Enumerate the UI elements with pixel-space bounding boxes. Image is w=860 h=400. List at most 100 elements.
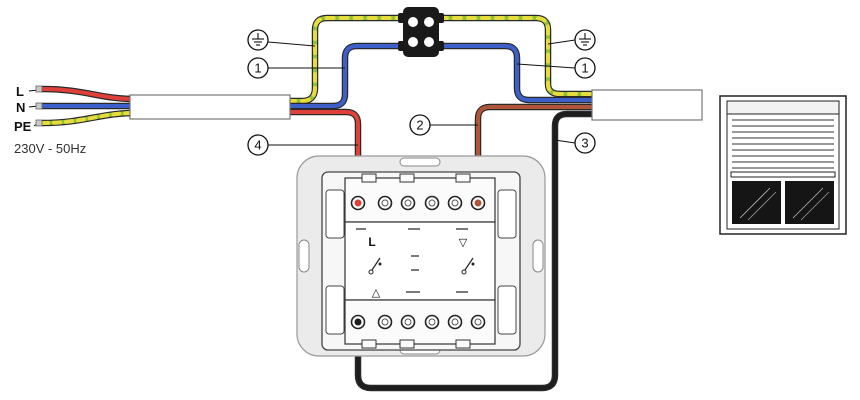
earth-wire-right-stripe — [438, 16, 598, 96]
plate-slot-right — [532, 239, 544, 273]
black-wire — [356, 112, 598, 390]
callout-2: 2 — [416, 118, 423, 133]
connector-body — [403, 7, 439, 57]
callout-1-right-circle — [574, 57, 596, 79]
module-clip — [497, 285, 517, 335]
switch-contact-symbol-right — [461, 257, 475, 275]
switch-contact-symbol-left — [368, 257, 382, 275]
terminal-release-tab — [455, 339, 471, 349]
terminal-release-tab — [361, 173, 377, 183]
bottom-terminals — [350, 314, 486, 330]
terminal — [377, 314, 393, 330]
neutral-wire-left — [286, 44, 406, 108]
connector-port — [408, 37, 418, 47]
glass-reflection — [800, 191, 830, 221]
module-clip — [497, 189, 517, 239]
plate-slot-left — [298, 239, 310, 273]
terminal-screw — [451, 199, 459, 207]
callout-3: 3 — [581, 136, 588, 151]
terminal-release-tab — [399, 173, 415, 183]
terminal-screw — [428, 199, 436, 207]
glass-reflection — [739, 187, 771, 219]
line-wire-entry — [354, 199, 362, 207]
glass-reflection — [792, 187, 824, 219]
bottom-terminal-block — [344, 299, 496, 345]
wiring — [284, 14, 600, 392]
callout-2-circle — [409, 114, 431, 136]
terminal-release-tab — [361, 339, 377, 349]
blind-switch-insert-icon: L ▽ △ — [296, 155, 546, 357]
voltage-label: 230V - 50Hz — [14, 141, 86, 156]
terminal-release-tab — [455, 173, 471, 183]
glass-reflection — [747, 191, 777, 221]
top-terminal-block — [344, 177, 496, 223]
supply-labels: L N PE 230V - 50Hz — [14, 84, 86, 156]
switch-line-marking: L — [368, 235, 375, 249]
earth-conductor-tip — [35, 119, 43, 127]
shutter-bottom-rail — [730, 171, 836, 178]
terminal-connector-icon — [398, 7, 444, 57]
neutral-label: N — [16, 100, 25, 115]
neutral-conductor-tip — [35, 102, 43, 110]
terminal — [377, 195, 393, 211]
switch-down-marking: ▽ — [459, 236, 468, 249]
load-cable-sheath — [591, 89, 703, 121]
callout-1-right-leader — [516, 63, 576, 69]
earth-ground-icon — [252, 33, 264, 46]
ground-right-callout — [574, 29, 596, 51]
connector-port — [424, 17, 434, 27]
neutral-wire-right — [436, 44, 598, 102]
window-pane-right — [785, 181, 834, 224]
terminal — [470, 314, 486, 330]
window-pane-left — [732, 181, 781, 224]
terminal-screw — [404, 199, 412, 207]
supply-cable-sheath — [129, 94, 291, 120]
terminal-screw — [451, 318, 459, 326]
top-terminals — [350, 195, 486, 211]
earth-label: PE — [14, 119, 32, 134]
terminal-screw — [381, 318, 389, 326]
earth-wire-left-stripe — [286, 16, 404, 103]
brown-wire-entry — [474, 199, 482, 207]
roller-shutter-motor-icon — [719, 95, 847, 235]
callout-1-left-circle — [247, 57, 269, 79]
shutter-box — [726, 100, 840, 115]
callout-3-circle — [574, 132, 596, 154]
callout-1-left: 1 — [254, 61, 261, 76]
terminal-release-tab — [399, 339, 415, 349]
terminal-screw — [474, 318, 482, 326]
terminal — [400, 314, 416, 330]
callout-1-right: 1 — [581, 61, 588, 76]
line-wire-stub — [40, 87, 137, 101]
supply-wire-stubs — [35, 85, 139, 127]
line-wire — [286, 110, 360, 205]
wire-terminal-entries — [354, 199, 482, 326]
module-clip — [325, 189, 345, 239]
ground-right-leader — [547, 39, 576, 45]
connector-port — [408, 17, 418, 27]
terminal — [447, 314, 463, 330]
black-wire-entry — [354, 318, 362, 326]
terminal — [424, 314, 440, 330]
terminal-screw — [381, 199, 389, 207]
callouts: 1 4 2 1 3 — [247, 29, 596, 156]
switch-label-panel — [344, 221, 496, 301]
ground-left-leader — [267, 41, 316, 47]
callout-4-circle — [247, 134, 269, 156]
callout-3-leader — [554, 139, 576, 144]
module-clip — [325, 285, 345, 335]
brown-wire — [476, 105, 598, 205]
earth-wire-stub-stripe — [40, 111, 137, 125]
switch-up-marking: △ — [372, 286, 381, 299]
callout-4: 4 — [254, 138, 261, 153]
terminal — [424, 195, 440, 211]
terminal — [400, 195, 416, 211]
connector-port — [424, 37, 434, 47]
plate-slot-top — [399, 157, 441, 167]
terminal-screw — [404, 318, 412, 326]
earth-ground-icon — [579, 33, 591, 46]
terminal — [447, 195, 463, 211]
terminal-screw — [428, 318, 436, 326]
ground-left-callout — [247, 29, 269, 51]
